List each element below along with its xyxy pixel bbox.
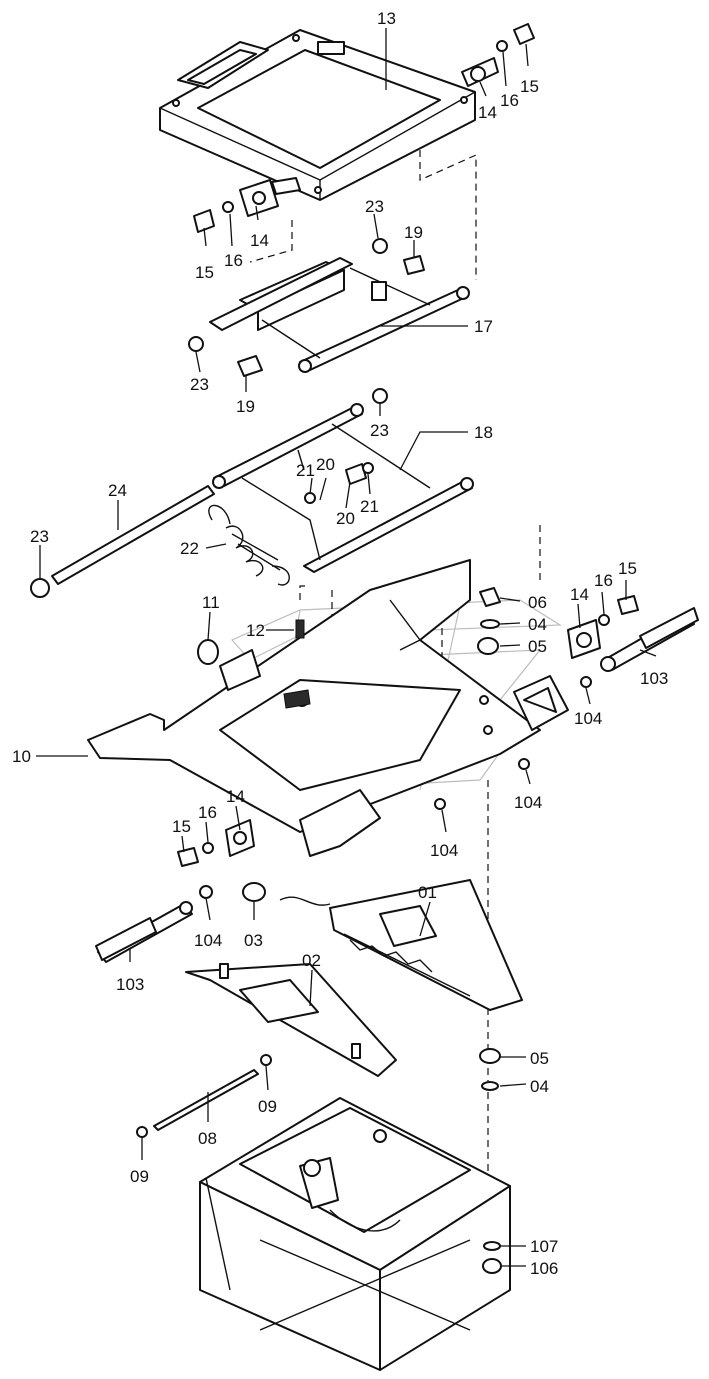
callout-14: 14: [226, 787, 245, 806]
callout-16: 16: [594, 571, 613, 590]
rod-part-08: [153, 1069, 259, 1131]
callout-104: 104: [574, 709, 602, 728]
callout-23: 23: [370, 421, 389, 440]
suspension-base-assembly: [199, 1097, 511, 1371]
lever-part-103-left: [95, 901, 193, 963]
callout-13: 13: [377, 9, 396, 28]
pin-part-12: [295, 619, 305, 639]
callout-15: 15: [618, 559, 637, 578]
washer-part-107: [483, 1241, 501, 1251]
callout-09: 09: [130, 1167, 149, 1186]
upper-link-part-17: [188, 238, 470, 377]
callout-12: 12: [246, 621, 265, 640]
leader-lines: [36, 28, 657, 1267]
callout-107: 107: [530, 1237, 558, 1256]
callout-02: 02: [302, 951, 321, 970]
ring-part-11: [197, 639, 219, 665]
nut-part-106: [482, 1258, 502, 1274]
clip-part-104: [518, 758, 530, 770]
callout-16: 16: [500, 91, 519, 110]
callout-10: 10: [12, 747, 31, 766]
bracket-part-14-lower-left: [177, 819, 255, 867]
callout-15: 15: [172, 817, 191, 836]
callout-24: 24: [108, 481, 127, 500]
callout-23: 23: [30, 527, 49, 546]
spring-part-22: [208, 504, 290, 586]
bushing-part-23: [30, 578, 50, 598]
guide-line: [419, 150, 477, 280]
callout-15: 15: [520, 77, 539, 96]
callout-06: 06: [528, 593, 547, 612]
callout-16: 16: [198, 803, 217, 822]
base-plate-part-10: [87, 559, 541, 833]
clip-part-09: [136, 1126, 148, 1138]
bushing-part-05: [479, 1048, 501, 1064]
washer-part-04: [481, 1081, 499, 1091]
callout-05: 05: [530, 1049, 549, 1068]
callout-08: 08: [198, 1129, 217, 1148]
nut-washer-stack: [477, 587, 501, 655]
callout-19: 19: [404, 223, 423, 242]
callout-labels: 13 14 16 15 15 16 14 23 19 17 23 19 23 1…: [12, 9, 668, 1278]
bracket-part-14-top-right: [461, 23, 535, 87]
callout-20: 20: [336, 509, 355, 528]
callout-21: 21: [360, 497, 379, 516]
callout-103: 103: [116, 975, 144, 994]
callout-104: 104: [430, 841, 458, 860]
callout-14: 14: [250, 231, 269, 250]
rod-part-24: [51, 485, 215, 585]
latch-bracket: [299, 789, 381, 857]
callout-11: 11: [202, 593, 220, 612]
guide-line: [249, 220, 293, 263]
guide-line: [299, 585, 310, 600]
callout-19: 19: [236, 397, 255, 416]
callout-22: 22: [180, 539, 199, 558]
callout-09: 09: [258, 1097, 277, 1116]
callout-106: 106: [530, 1259, 558, 1278]
seat-frame-part-13: [159, 29, 476, 201]
callout-04: 04: [528, 615, 547, 634]
lever-part-103-right: [600, 607, 699, 672]
slide-rail-part-02: [185, 963, 397, 1077]
callout-14: 14: [570, 585, 589, 604]
callout-14: 14: [478, 103, 497, 122]
callout-104: 104: [194, 931, 222, 950]
lower-link-part-18: [212, 388, 474, 573]
clip-part-104: [199, 885, 213, 899]
callout-15: 15: [195, 263, 214, 282]
hinge-bracket-detail: [523, 687, 557, 713]
callout-18: 18: [474, 423, 493, 442]
clip-part-09: [260, 1054, 272, 1066]
cap-part-03: [242, 882, 266, 902]
callout-16: 16: [224, 251, 243, 270]
callout-21: 21: [296, 461, 315, 480]
callout-23: 23: [365, 197, 384, 216]
clip-part-104: [580, 676, 592, 688]
callout-05: 05: [528, 637, 547, 656]
callout-01: 01: [418, 883, 437, 902]
clip-part-104: [434, 798, 446, 810]
bracket-part-14-upper-left: [193, 177, 301, 233]
callout-17: 17: [474, 317, 493, 336]
callout-23: 23: [190, 375, 209, 394]
callout-104: 104: [514, 793, 542, 812]
slide-rail-part-01: [279, 879, 523, 1011]
bracket-part-14-right: [567, 595, 639, 659]
callout-03: 03: [244, 931, 263, 950]
callout-04: 04: [530, 1077, 549, 1096]
callout-20: 20: [316, 455, 335, 474]
callout-103: 103: [640, 669, 668, 688]
